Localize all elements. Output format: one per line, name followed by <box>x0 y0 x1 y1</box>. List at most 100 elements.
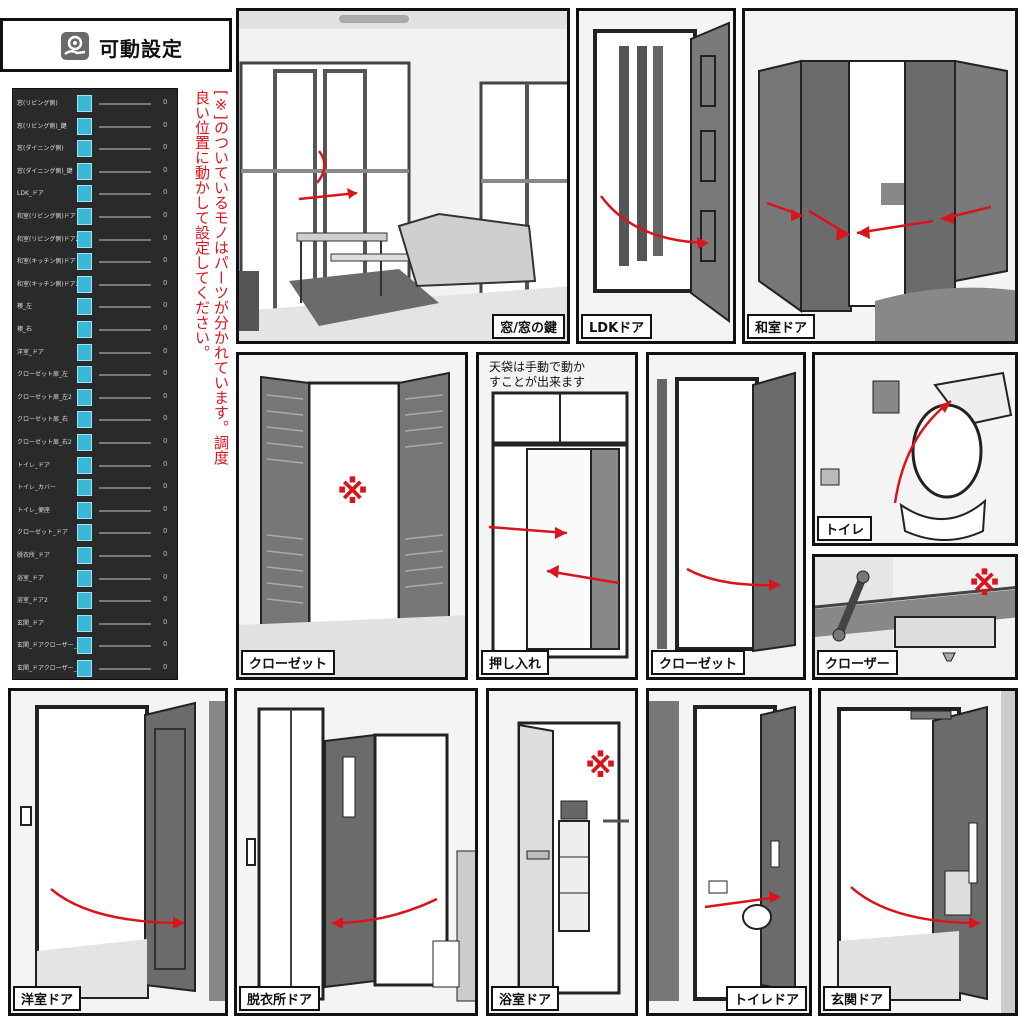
keyframe-button[interactable] <box>77 321 92 338</box>
param-slider[interactable] <box>99 487 151 490</box>
param-slider[interactable] <box>99 103 151 105</box>
keyframe-button[interactable] <box>77 208 92 225</box>
param-label: 和室(キッチン側)ドア <box>17 258 76 266</box>
param-label: クローゼット扉_右2 <box>17 439 72 446</box>
keyframe-button[interactable] <box>77 411 92 429</box>
param-slider[interactable] <box>99 306 151 309</box>
param-slider[interactable] <box>99 216 151 218</box>
keyframe-button[interactable] <box>77 479 92 497</box>
param-slider[interactable] <box>99 238 151 241</box>
param-label: クローゼット扉_左2 <box>17 393 72 401</box>
param-slider[interactable] <box>99 509 151 512</box>
param-value: 0 <box>163 391 168 400</box>
param-row[interactable]: クローゼット扉_左2 0 <box>13 387 177 409</box>
param-row[interactable]: 窓(ダイニング側)0 <box>13 138 177 160</box>
param-slider[interactable] <box>99 464 151 467</box>
param-slider[interactable] <box>99 125 151 128</box>
param-slider[interactable] <box>99 374 151 377</box>
panel-ldk-door: LDKドア <box>576 8 736 344</box>
param-slider[interactable] <box>99 577 151 580</box>
param-slider[interactable] <box>99 622 151 625</box>
param-value: 0 <box>163 617 168 626</box>
param-row[interactable]: 窓(リビング側)0 <box>13 93 177 115</box>
panel-oshiire: 天袋は手動で動かすことが出来ます 押し入れ <box>476 352 638 680</box>
keyframe-button[interactable] <box>77 366 92 384</box>
param-slider[interactable] <box>99 668 151 670</box>
keyframe-button[interactable] <box>77 660 92 677</box>
keyframe-button[interactable] <box>77 569 92 587</box>
param-label: クローゼット扉_右 <box>17 416 69 424</box>
param-value: 0 <box>163 369 168 378</box>
param-slider[interactable] <box>99 193 151 196</box>
param-slider[interactable] <box>99 148 151 151</box>
keyframe-button[interactable] <box>77 614 92 632</box>
keyframe-button[interactable] <box>77 434 92 451</box>
keyframe-button[interactable] <box>77 343 92 361</box>
param-label: 窓(ダイニング側)_鍵 <box>17 167 73 175</box>
param-slider[interactable] <box>99 351 151 354</box>
param-slider[interactable] <box>99 645 151 648</box>
keyframe-button[interactable] <box>77 298 92 316</box>
caption-toilet: トイレ <box>817 516 873 541</box>
keyframe-button[interactable] <box>77 637 92 655</box>
keyframe-button[interactable] <box>77 253 92 271</box>
keyframe-button[interactable] <box>77 230 92 248</box>
keyframe-button[interactable] <box>77 388 92 406</box>
param-slider[interactable] <box>99 419 151 422</box>
caption-washitsu-door: 和室ドア <box>747 314 816 339</box>
param-slider[interactable] <box>99 261 151 264</box>
keyframe-button[interactable] <box>77 95 92 112</box>
keyframe-button[interactable] <box>77 140 92 158</box>
param-slider[interactable] <box>99 170 151 173</box>
keyframe-button[interactable] <box>77 547 92 564</box>
param-label: 窓(リビング側) <box>17 100 58 107</box>
keyframe-button[interactable] <box>77 162 92 180</box>
param-value: 0 <box>163 278 168 287</box>
parts-mark: ※ <box>969 565 1001 603</box>
caption-oshiire: 押し入れ <box>481 650 550 675</box>
param-slider[interactable] <box>99 396 151 399</box>
parts-mark: ※ <box>585 747 617 785</box>
keyframe-button[interactable] <box>77 501 92 519</box>
caption-toilet-door: トイレドア <box>725 986 807 1011</box>
param-label: 玄関_ドアクローザー_A <box>17 642 79 650</box>
param-slider[interactable] <box>99 600 151 603</box>
param-slider[interactable] <box>99 442 151 444</box>
keyframe-button[interactable] <box>77 275 92 293</box>
keyframe-button[interactable] <box>77 456 92 474</box>
param-slider[interactable] <box>99 283 151 286</box>
param-value: 0 <box>163 459 168 468</box>
keyframe-button[interactable] <box>77 592 92 610</box>
param-slider[interactable] <box>99 555 151 557</box>
keyframe-button[interactable] <box>77 185 92 203</box>
keyframe-button[interactable] <box>77 524 92 542</box>
param-slider[interactable] <box>99 532 151 535</box>
param-label: トイレ_カバー <box>17 484 57 492</box>
param-slider[interactable] <box>99 329 151 331</box>
keyframe-button[interactable] <box>77 117 92 135</box>
